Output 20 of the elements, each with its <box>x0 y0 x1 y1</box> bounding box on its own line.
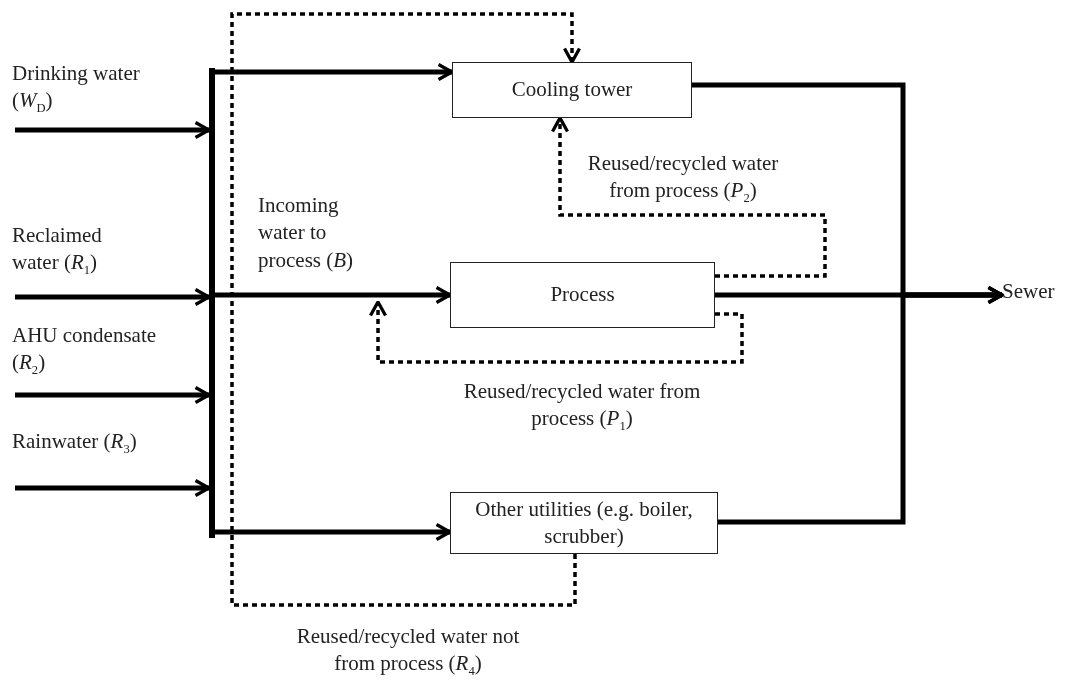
inflow-label: Reclaimed water (R$_{1}$) <box>12 222 142 300</box>
arrow <box>15 385 211 405</box>
collector-bar <box>209 68 215 538</box>
arrow <box>15 287 211 307</box>
process-box: Other utilities (e.g. boiler, scrubber) <box>450 492 718 554</box>
arrow <box>215 285 452 305</box>
inflow-label: AHU condensate (R$_{2}$) <box>12 322 187 398</box>
outlet-label: Sewer <box>1002 278 1082 312</box>
process-box: Cooling tower <box>452 62 692 118</box>
arrow <box>15 478 211 498</box>
arrow <box>215 62 454 82</box>
inflow-label: Rainwater (R$_{3}$) <box>12 428 197 491</box>
inflow-label: Drinking water (W$_{D}$) <box>12 60 142 133</box>
arrow <box>230 12 582 607</box>
arrow <box>550 116 827 278</box>
arrow <box>15 120 211 140</box>
arrow <box>215 522 452 542</box>
arrow <box>718 285 1004 525</box>
process-box: Process <box>450 262 715 328</box>
arrow <box>368 300 744 364</box>
